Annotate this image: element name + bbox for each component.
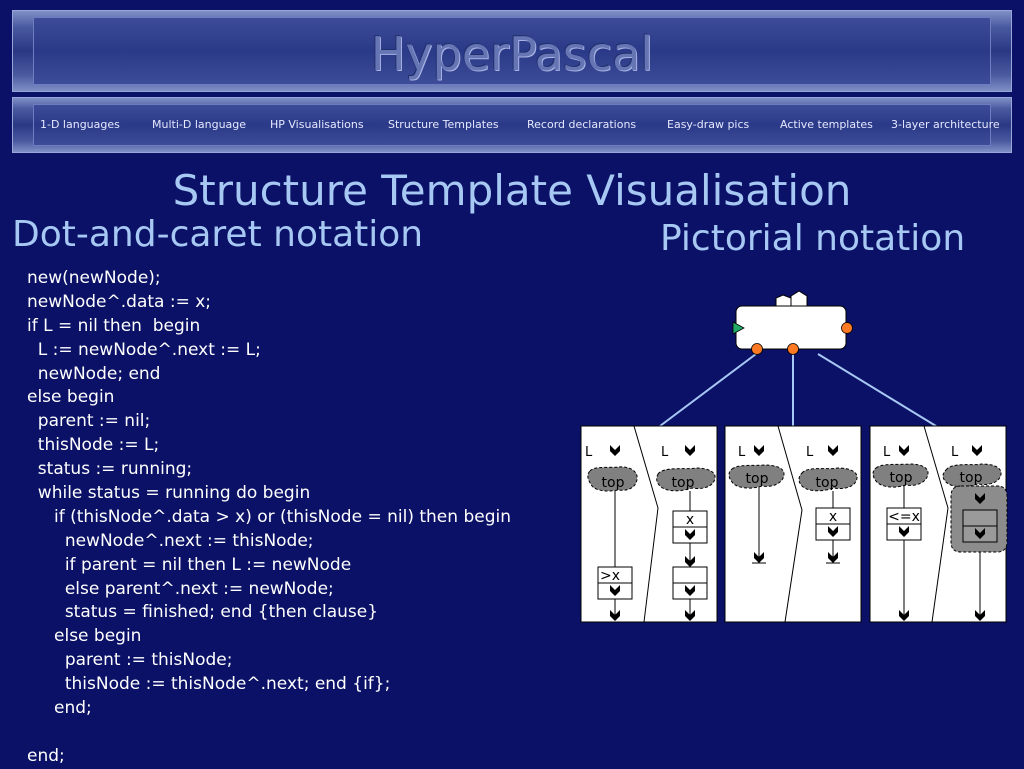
title-banner: HyperPascal [12,10,1012,92]
nav-link-easy-draw-pics[interactable]: Easy-draw pics [667,118,750,131]
code-line: else begin [27,626,142,647]
code-line: L := newNode^.next := L; [27,339,261,360]
top-blob [728,464,785,489]
code-line: status := running; [27,459,193,480]
panel-1-left-label: L [585,445,593,460]
top-blob [798,467,858,492]
code-line: end; [27,698,92,719]
nav-link-structure-templates[interactable]: Structure Templates [388,118,499,131]
panel-1-left-top-label: top [602,475,625,491]
panel-1-right-top-label: top [672,475,695,491]
panel-3-left-top-label: top [890,470,913,486]
code-line: status = finished; end {then clause} [27,602,379,623]
code-line: newNode^.data := x; [27,291,212,312]
title-banner-inner [33,17,991,85]
code-line [27,721,511,745]
top-blob [942,463,1002,488]
dot-caret-heading: Dot-and-caret notation [12,214,424,255]
panel-1-right-cell: x [686,512,694,528]
top-blob [656,467,716,492]
code-line: end; [27,745,65,766]
slide-title: Structure Template Visualisation [172,166,852,215]
panel-2-right-cell: x [829,509,837,525]
code-line: parent := nil; [27,411,151,432]
panel-3-left-label: L [883,445,891,460]
code-line: new(newNode); [27,268,161,288]
code-line: newNode^.next := thisNode; [27,530,314,551]
panel-2: L top L top x [724,425,862,623]
connector-line [817,353,937,427]
code-line: if parent = nil then L := newNode [27,554,352,575]
navigation-bar: 1-D languages Multi-D language HP Visual… [12,97,1012,153]
app-title: HyperPascal [370,27,654,81]
top-blob [872,463,929,488]
nav-link-hp-visualisations[interactable]: HP Visualisations [270,118,364,131]
panel-2-right-top-label: top [816,475,839,491]
code-line: thisNode := L; [27,435,160,456]
panel-3-right-top-label: top [960,470,983,486]
nav-link-1d-languages[interactable]: 1-D languages [40,118,120,131]
panel-1: L top >x L top x [580,425,718,623]
template-node [732,290,853,355]
code-line: parent := thisNode; [27,650,233,671]
panel-1-right-label: L [661,445,669,460]
top-blob [587,466,638,492]
code-line: newNode; end [27,363,161,384]
panel-2-left-label: L [738,445,746,460]
panel-3-right-label: L [951,445,959,460]
code-line: thisNode := thisNode^.next; end {if}; [27,674,391,695]
panel-2-right-label: L [806,445,814,460]
pictorial-heading: Pictorial notation [660,218,966,259]
panel-3-left-cell: <=x [888,509,920,525]
nav-link-record-declarations[interactable]: Record declarations [527,118,637,131]
code-line: else begin [27,387,115,408]
connector-line [659,353,757,427]
code-line: if L = nil then begin [27,315,201,336]
nav-links: 1-D languages Multi-D language HP Visual… [13,98,1011,152]
code-listing: new(newNode); newNode^.data := x; if L = n… [27,267,511,769]
code-line: while status = running do begin [27,483,311,504]
code-line: else parent^.next := newNode; [27,578,334,599]
pictorial-diagram: L top >x L top x L top [580,290,1008,623]
code-line: if (thisNode^.data > x) or (thisNode = n… [27,506,511,527]
panel-1-left-cell: >x [600,568,620,584]
panel-3: L top <=x L top [869,425,1008,623]
nav-link-3-layer-architecture[interactable]: 3-layer architecture [891,118,1000,131]
panel-2-left-top-label: top [746,471,769,487]
nav-link-active-templates[interactable]: Active templates [780,118,873,131]
navigation-bar-inner [33,104,991,146]
nav-link-multi-d-language[interactable]: Multi-D language [152,118,247,131]
